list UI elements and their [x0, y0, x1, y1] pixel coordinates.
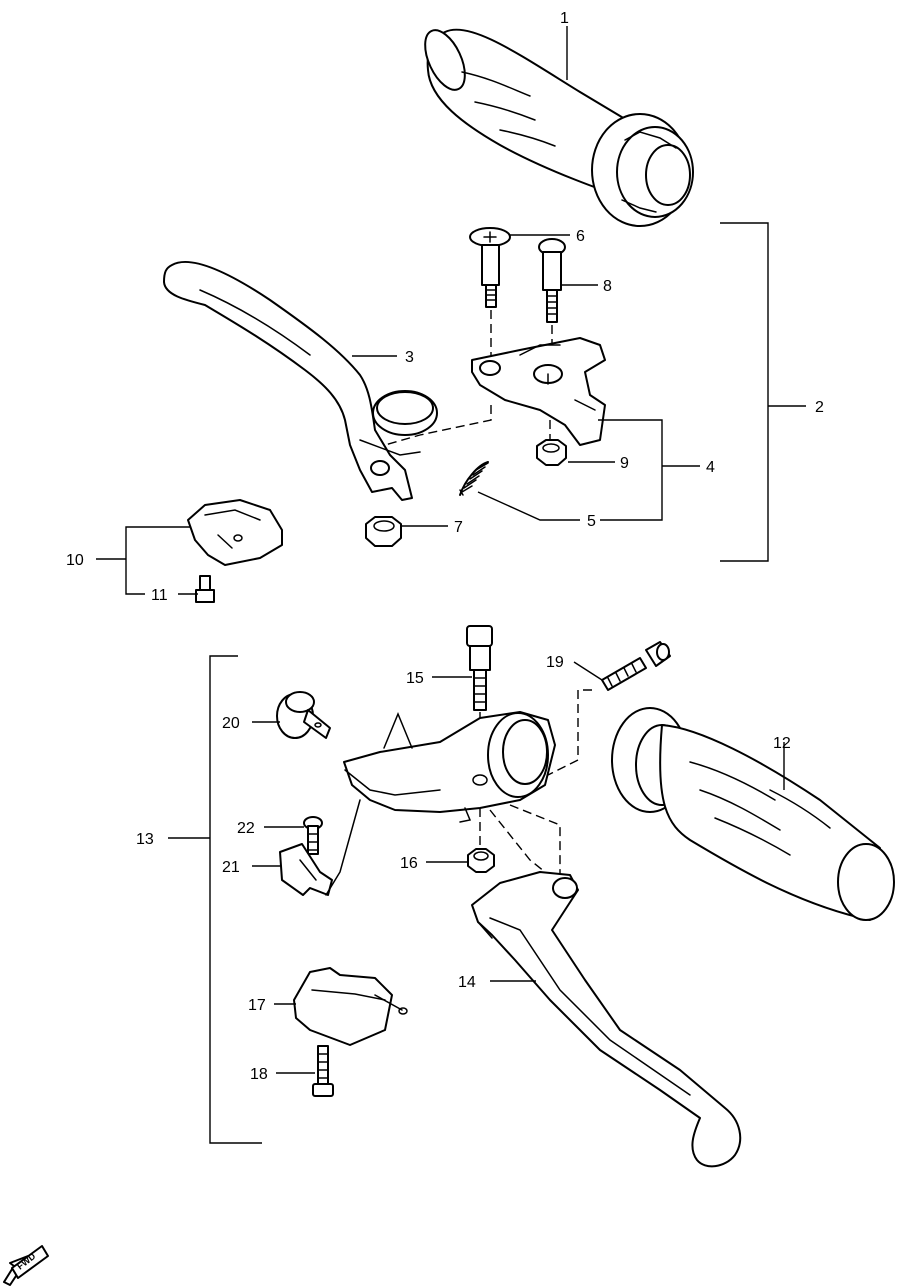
assembly-bracket-13 [168, 655, 262, 1144]
callout-7: 7 [454, 519, 463, 536]
callout-20: 20 [222, 715, 240, 732]
callout-14: 14 [458, 974, 476, 991]
spring-5 [459, 461, 489, 496]
nut-7 [365, 516, 402, 547]
nut-16 [467, 848, 495, 873]
cable-adjuster-20 [276, 691, 331, 739]
callout-16: 16 [400, 855, 418, 872]
callout-6: 6 [576, 228, 585, 245]
screw-18 [312, 1045, 334, 1097]
callout-18: 18 [250, 1066, 268, 1083]
screw-11 [195, 575, 215, 603]
left-grip-12 [611, 707, 895, 921]
lever-holder-13 [343, 711, 556, 823]
callout-5: 5 [587, 513, 596, 530]
callout-13: 13 [136, 831, 154, 848]
bolt-8 [538, 238, 566, 323]
lever-holder-4 [471, 337, 606, 446]
switch-17 [293, 967, 408, 1046]
callout-3: 3 [405, 349, 414, 366]
callout-10: 10 [66, 552, 84, 569]
bolt-15 [466, 625, 493, 711]
callout-22: 22 [237, 820, 255, 837]
callout-11: 11 [151, 587, 168, 604]
callout-15: 15 [406, 670, 424, 687]
brake-lever-3 [163, 260, 438, 501]
callout-17: 17 [248, 997, 266, 1014]
nut-9 [536, 439, 567, 466]
callout-1: 1 [560, 10, 569, 27]
upper-leader-lines [96, 26, 700, 595]
clutch-lever-14 [471, 871, 742, 1168]
callout-19: 19 [546, 654, 564, 671]
switch-10 [187, 499, 283, 566]
lower-leader-lines [252, 661, 785, 1074]
callout-9: 9 [620, 455, 629, 472]
callout-8: 8 [603, 278, 612, 295]
bolt-19 [601, 641, 671, 691]
screw-22 [303, 816, 323, 855]
callout-2: 2 [815, 399, 824, 416]
clutch-switch-21 [279, 799, 361, 896]
assembly-bracket-2 [720, 222, 806, 562]
callout-21: 21 [222, 859, 240, 876]
callout-12: 12 [773, 735, 791, 752]
throttle-grip [424, 28, 694, 227]
bolt-6 [469, 227, 511, 308]
callout-labels: 1 2 3 4 5 6 7 8 9 10 11 12 13 14 15 16 1… [66, 10, 824, 1083]
forward-arrow-icon: FWD [3, 1245, 49, 1286]
callout-4: 4 [706, 459, 715, 476]
